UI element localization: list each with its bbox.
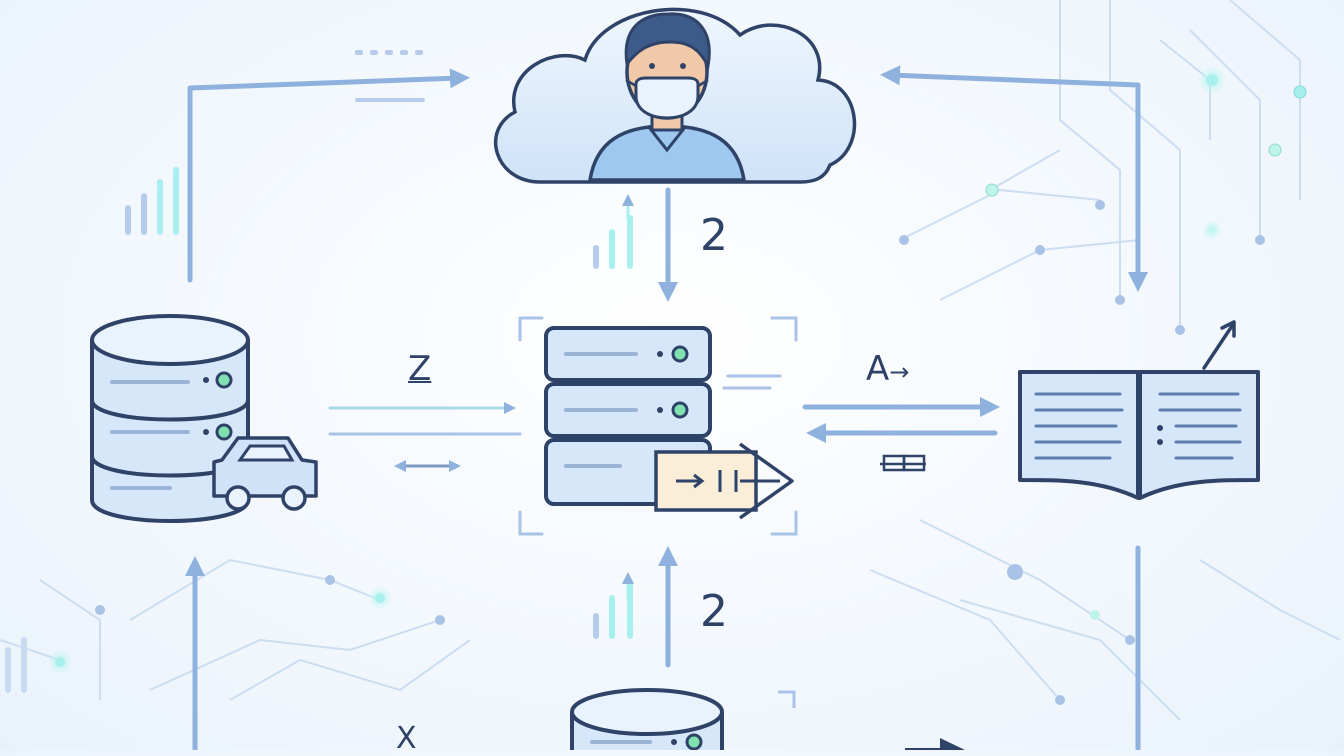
step-number-bottom: 2 (700, 586, 728, 637)
bottom-frame-corner (778, 690, 796, 708)
link-label-bottom: X (396, 721, 417, 756)
arrow-cloud-to-book (880, 65, 1148, 292)
server-frame (518, 316, 798, 536)
link-label-right: A→ (866, 352, 909, 386)
face-mask-icon (625, 76, 709, 120)
arrow-left-to-cloud (187, 68, 470, 283)
car-icon (212, 436, 318, 511)
transfer-arrow-icon (654, 442, 794, 520)
bottom-right-arrow (905, 738, 965, 750)
open-book-icon (1018, 320, 1260, 500)
link-label-right-text: A (866, 349, 890, 389)
signal-bars-top (593, 215, 633, 269)
link-label-left: Z (408, 349, 432, 389)
signal-bars-edge (5, 637, 27, 693)
step-number-top: 2 (700, 210, 728, 261)
arrow-right-icon: → (889, 358, 910, 386)
small-block-icon (880, 454, 926, 472)
dotted-trail (355, 50, 425, 102)
arrows (185, 65, 1148, 750)
database-icon (90, 314, 250, 523)
database-icon-bottom (570, 688, 724, 750)
arrows-thin (328, 194, 634, 600)
signal-bars-bottom (593, 579, 633, 639)
signal-bars-left (125, 167, 179, 235)
